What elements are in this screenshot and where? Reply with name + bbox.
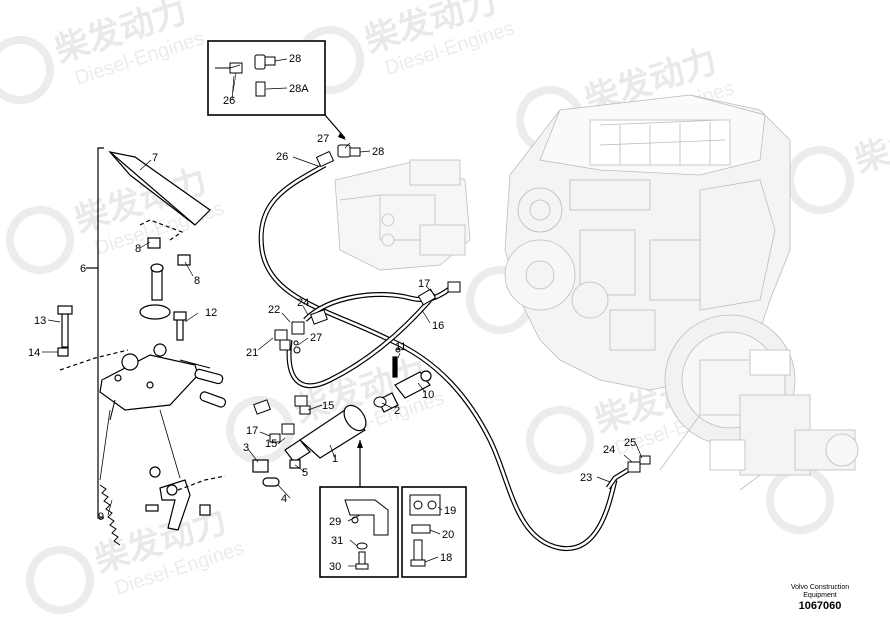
engine-block	[504, 94, 859, 491]
callout-25: 25	[624, 437, 636, 449]
callout-26-detail: 26	[223, 95, 235, 107]
callout-15-bottom: 15	[265, 438, 277, 450]
callout-18: 18	[440, 552, 452, 564]
callout-21: 21	[246, 347, 258, 359]
callout-27-top: 27	[317, 133, 329, 145]
svg-text:柴发动力: 柴发动力	[850, 101, 890, 181]
callout-29: 29	[329, 516, 341, 528]
callout-10: 10	[422, 389, 434, 401]
callout-19: 19	[444, 505, 456, 517]
callout-7: 7	[152, 152, 158, 164]
callout-28A: 28A	[289, 83, 309, 95]
hose-lines	[258, 162, 630, 551]
callout-26-main: 26	[276, 151, 288, 163]
watermark-9: 柴发动力 Diesel-Engines	[26, 501, 247, 614]
callout-14: 14	[28, 347, 40, 359]
callout-labels: 7 8 8 6 12 13 14 9 3 4 5 1 2 10 11 15 15…	[28, 53, 636, 573]
callout-31: 31	[331, 535, 343, 547]
valve-block	[334, 159, 471, 271]
callout-3: 3	[243, 442, 249, 454]
footer-line-2: Equipment	[803, 592, 837, 599]
callout-16: 16	[432, 320, 444, 332]
callout-27-mid: 27	[310, 332, 322, 344]
drawing-number: 1067060	[798, 600, 842, 612]
small-parts	[269, 329, 401, 443]
callout-11: 11	[395, 341, 406, 353]
callout-22: 22	[268, 304, 280, 316]
callout-6: 6	[80, 263, 86, 275]
callout-13: 13	[34, 315, 46, 327]
callout-15-top: 15	[322, 400, 334, 412]
callout-24-top: 24	[297, 297, 309, 309]
callout-4: 4	[281, 493, 287, 505]
leader-lines	[42, 58, 643, 567]
callout-23: 23	[580, 472, 592, 484]
callout-12: 12	[205, 307, 217, 319]
pedal-assembly	[57, 151, 301, 546]
callout-2: 2	[394, 405, 400, 417]
footer-company: Volvo Construction Equipment	[780, 584, 860, 600]
callout-17-left: 17	[246, 425, 258, 437]
watermark-5: 柴发动力	[786, 101, 890, 214]
footer-line-1: Volvo Construction	[790, 584, 850, 591]
bracket-6	[86, 147, 104, 519]
detail-box-bottom-right	[401, 486, 467, 578]
callout-28-main: 28	[372, 146, 384, 158]
actuator-cylinder	[284, 356, 432, 463]
callout-1: 1	[332, 453, 338, 465]
fittings	[253, 144, 651, 473]
callout-28-detail: 28	[289, 53, 301, 65]
detail-box-top	[207, 40, 346, 140]
callout-20: 20	[442, 529, 454, 541]
watermark-1: 柴发动力 Diesel-Engines	[0, 0, 207, 104]
callout-17-right: 17	[418, 278, 430, 290]
callout-8-left: 8	[135, 243, 141, 255]
callout-24-bottom: 24	[603, 444, 615, 456]
watermark-2: 柴发动力 Diesel-Engines	[296, 0, 517, 94]
callout-8-right: 8	[194, 275, 200, 287]
detail-box-bottom-left	[319, 440, 399, 578]
callout-30: 30	[329, 561, 341, 573]
callout-5: 5	[302, 467, 308, 479]
callout-9: 9	[98, 511, 104, 523]
